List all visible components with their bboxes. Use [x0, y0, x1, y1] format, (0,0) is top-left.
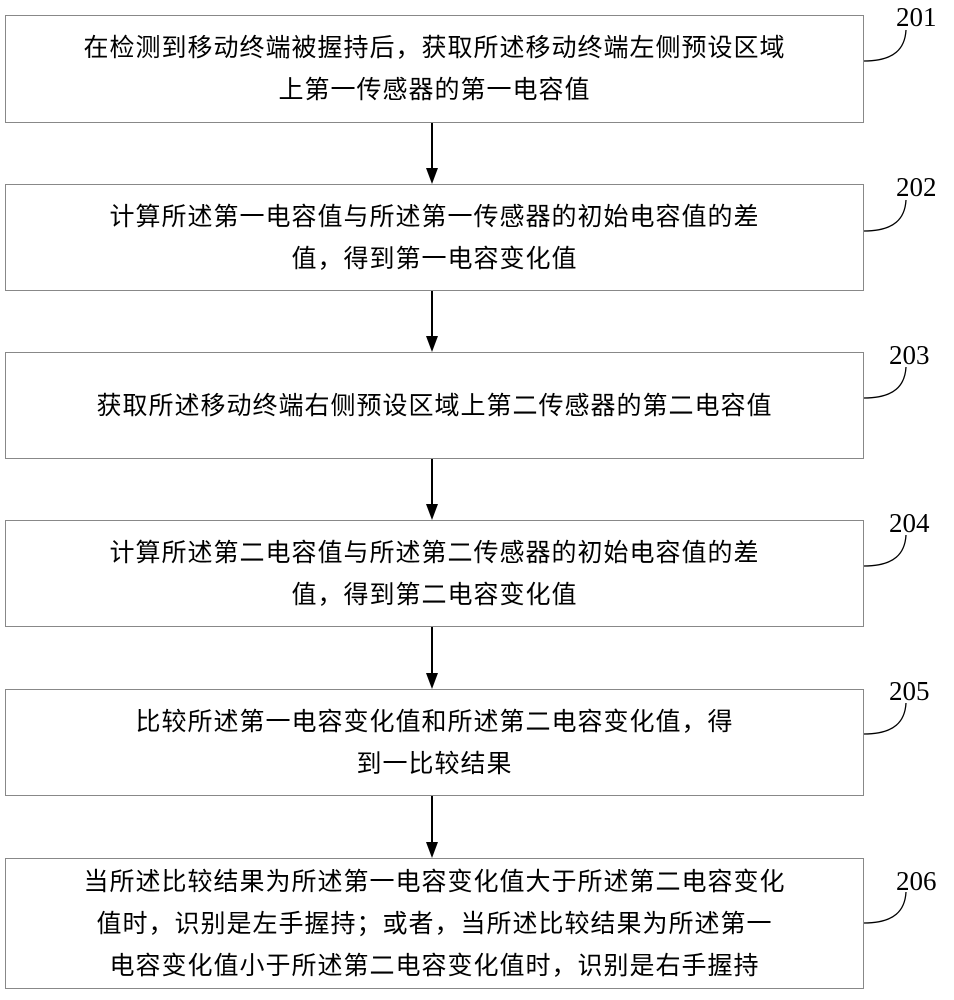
arrow-201-202	[426, 123, 438, 184]
step-205-line-1: 比较所述第一电容变化值和所述第二电容变化值，得	[135, 706, 734, 736]
leader-curve-202	[863, 199, 907, 232]
step-box-206: 当所述比较结果为所述第一电容变化值大于所述第二电容变化 值时，识别是左手握持；或…	[5, 858, 864, 989]
step-box-205: 比较所述第一电容变化值和所述第二电容变化值，得 到一比较结果	[5, 689, 864, 796]
step-204-line-2: 值，得到第二电容变化值	[291, 579, 578, 609]
step-205-line-2: 到一比较结果	[356, 748, 513, 778]
arrow-204-205	[426, 627, 438, 689]
step-206-line-3: 电容变化值小于所述第二电容变化值时，识别是右手握持	[109, 950, 760, 980]
arrow-205-206	[426, 796, 438, 858]
step-box-204: 计算所述第二电容值与所述第二传感器的初始电容值的差 值，得到第二电容变化值	[5, 520, 864, 627]
leader-curve-205	[863, 702, 907, 735]
step-202-line-1: 计算所述第一电容值与所述第一传感器的初始电容值的差	[109, 201, 760, 231]
leader-curve-201	[863, 29, 907, 62]
step-206-line-1: 当所述比较结果为所述第一电容变化值大于所述第二电容变化	[83, 866, 786, 896]
step-label-206: 206	[896, 866, 937, 896]
arrow-202-203	[426, 291, 438, 352]
step-label-202: 202	[896, 172, 937, 202]
step-201-line-1: 在检测到移动终端被握持后，获取所述移动终端左侧预设区域	[83, 33, 786, 62]
step-201-line-2: 上第一传感器的第一电容值	[278, 75, 591, 104]
leader-curve-206	[863, 891, 907, 924]
leader-curve-204	[863, 534, 907, 567]
step-label-205: 205	[889, 676, 930, 706]
step-204-line-1: 计算所述第二电容值与所述第二传感器的初始电容值的差	[109, 537, 760, 567]
step-box-203: 获取所述移动终端右侧预设区域上第二传感器的第二电容值	[5, 352, 864, 459]
step-206-line-2: 值时，识别是左手握持；或者，当所述比较结果为所述第一	[96, 908, 773, 938]
step-label-203: 203	[889, 340, 930, 370]
step-label-201: 201	[896, 2, 937, 32]
step-label-204: 204	[889, 508, 930, 538]
leader-curve-203	[863, 366, 907, 399]
step-202-line-2: 值，得到第一电容变化值	[291, 243, 578, 273]
step-box-201: 在检测到移动终端被握持后，获取所述移动终端左侧预设区域 上第一传感器的第一电容值	[5, 15, 864, 123]
step-203-line-1: 获取所述移动终端右侧预设区域上第二传感器的第二电容值	[96, 390, 773, 420]
arrow-203-204	[426, 459, 438, 520]
step-box-202: 计算所述第一电容值与所述第一传感器的初始电容值的差 值，得到第一电容变化值	[5, 184, 864, 291]
